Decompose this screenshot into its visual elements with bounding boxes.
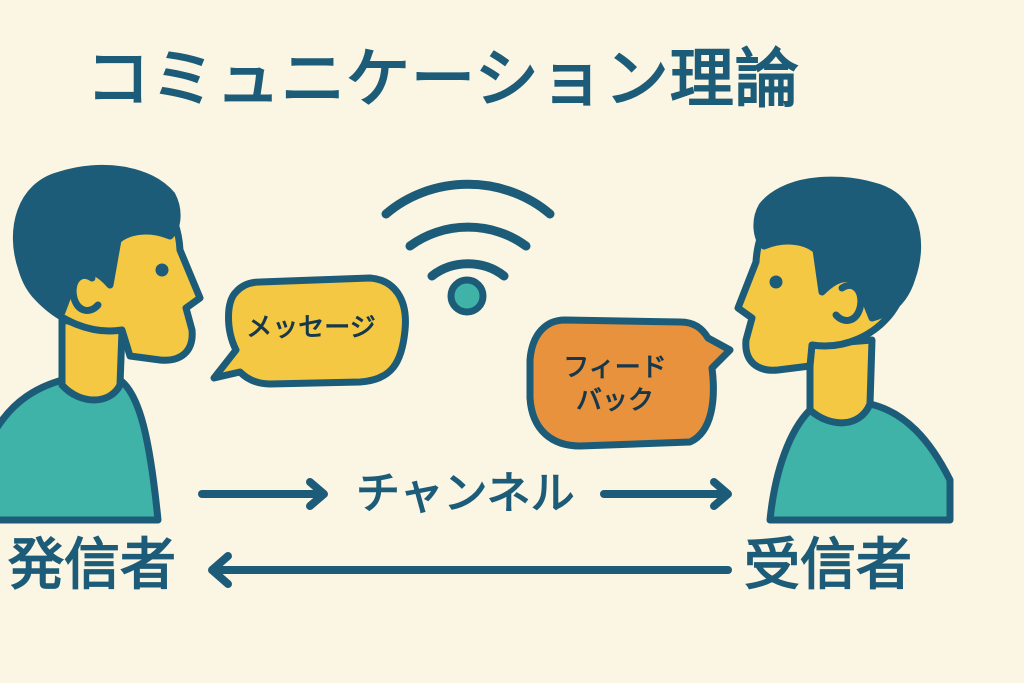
channel-label: チャンネル <box>356 468 575 519</box>
sender-person-icon <box>0 164 204 524</box>
feedback-bubble <box>526 316 734 450</box>
message-label: メッセージ <box>246 313 376 343</box>
diagram-title: コミュニケーション理論 <box>86 43 800 117</box>
signal-icon <box>381 179 555 316</box>
arrow-right-icon <box>198 478 732 510</box>
arrow-left-icon <box>208 552 732 588</box>
message-bubble <box>210 274 409 388</box>
feedback-label: フィード バック <box>563 353 667 416</box>
sender-label: 発信者 <box>8 533 176 598</box>
receiver-label: 受信者 <box>744 533 912 598</box>
receiver-person-icon <box>734 176 954 524</box>
